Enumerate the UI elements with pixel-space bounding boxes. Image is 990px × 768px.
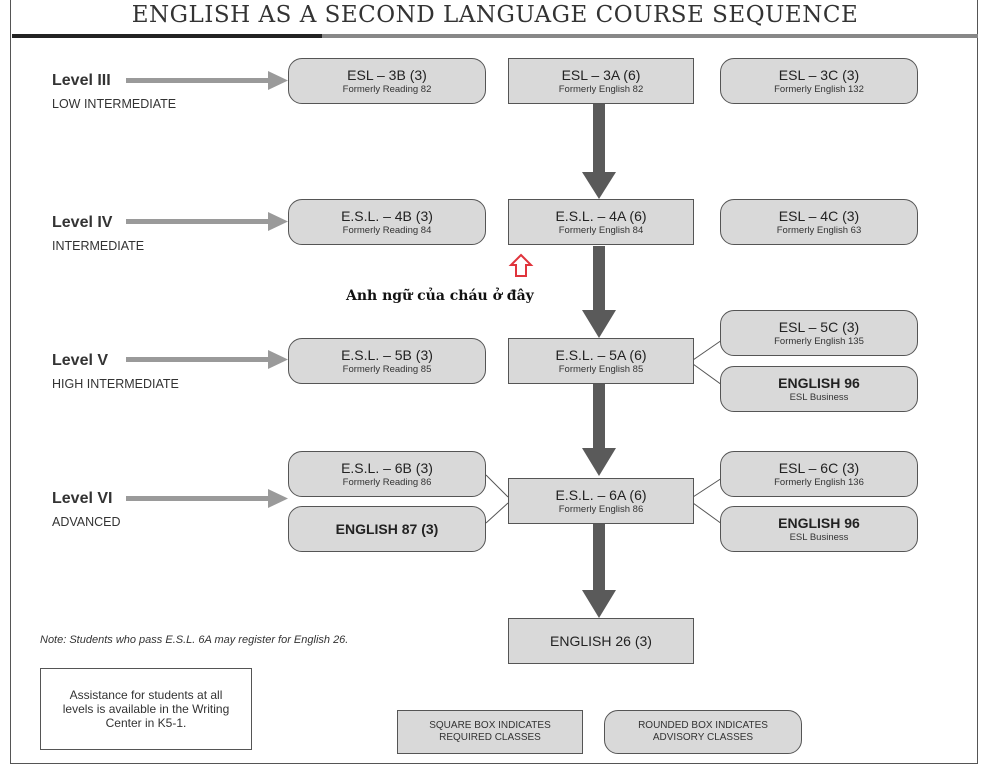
- page-title: ENGLISH AS A SECOND LANGUAGE COURSE SEQU…: [131, 2, 859, 28]
- course-subtitle: Formerly English 132: [774, 84, 864, 95]
- page-frame: [10, 0, 978, 764]
- level-description: HIGH INTERMEDIATE: [52, 377, 179, 391]
- course-title: ENGLISH 96: [778, 515, 860, 531]
- arrow-3a-4a: [593, 103, 605, 175]
- assistance-box: Assistance for students at all levels is…: [40, 668, 252, 750]
- level-4-label: Level IV INTERMEDIATE: [52, 214, 144, 253]
- course-title: E.S.L. – 6B (3): [341, 460, 433, 476]
- level-description: ADVANCED: [52, 515, 121, 529]
- course-title: ESL – 3A (6): [561, 67, 641, 83]
- course-esl-6b: E.S.L. – 6B (3) Formerly Reading 86: [288, 451, 486, 497]
- arrow-5a-6a: [593, 384, 605, 452]
- course-esl-3a: ESL – 3A (6) Formerly English 82: [508, 58, 694, 104]
- course-esl-5a: E.S.L. – 5A (6) Formerly English 85: [508, 338, 694, 384]
- course-english-26: ENGLISH 26 (3): [508, 618, 694, 664]
- branch-connectors: [485, 339, 723, 525]
- course-subtitle: ESL Business: [789, 532, 849, 543]
- course-title: ESL – 4C (3): [778, 208, 860, 224]
- handwritten-annotation: Anh ngữ của cháu ở đây: [346, 288, 534, 304]
- course-title: E.S.L. – 6A (6): [555, 487, 647, 503]
- level4-pointer-arrow: [126, 219, 272, 224]
- course-esl-3c: ESL – 3C (3) Formerly English 132: [720, 58, 918, 104]
- course-esl-6a: E.S.L. – 6A (6) Formerly English 86: [508, 478, 694, 524]
- course-title: E.S.L. – 4A (6): [555, 208, 647, 224]
- level-3-label: Level III LOW INTERMEDIATE: [52, 72, 176, 111]
- course-subtitle: Formerly Reading 86: [342, 477, 432, 488]
- level-name: Level VI: [52, 490, 113, 507]
- course-subtitle: Formerly Reading 85: [342, 364, 432, 375]
- level6-pointer-arrow: [126, 496, 272, 501]
- level-5-label: Level V HIGH INTERMEDIATE: [52, 352, 179, 391]
- course-subtitle: Formerly English 86: [558, 504, 644, 515]
- legend-square-box: SQUARE BOX INDICATES REQUIRED CLASSES: [397, 710, 583, 754]
- course-title: E.S.L. – 5A (6): [555, 347, 647, 363]
- course-esl-5b: E.S.L. – 5B (3) Formerly Reading 85: [288, 338, 486, 384]
- level-name: Level III: [52, 72, 111, 89]
- course-subtitle: ESL Business: [789, 392, 849, 403]
- course-esl-4a: E.S.L. – 4A (6) Formerly English 84: [508, 199, 694, 245]
- course-esl-6c: ESL – 6C (3) Formerly English 136: [720, 451, 918, 497]
- legend-rounded-box: ROUNDED BOX INDICATES ADVISORY CLASSES: [604, 710, 802, 754]
- course-title: ENGLISH 96: [778, 375, 860, 391]
- course-esl-4c: ESL – 4C (3) Formerly English 63: [720, 199, 918, 245]
- course-title: E.S.L. – 4B (3): [341, 208, 433, 224]
- course-subtitle: Formerly Reading 84: [342, 225, 432, 236]
- course-subtitle: Formerly English 85: [558, 364, 644, 375]
- level-name: Level IV: [52, 214, 113, 231]
- progression-arrows: [582, 103, 616, 618]
- course-subtitle: Formerly English 63: [776, 225, 862, 236]
- course-title: ESL – 3B (3): [347, 67, 427, 83]
- title-rule: [12, 34, 978, 38]
- course-esl-5c: ESL – 5C (3) Formerly English 135: [720, 310, 918, 356]
- course-english-87: ENGLISH 87 (3): [288, 506, 486, 552]
- course-title: ENGLISH 26 (3): [550, 632, 652, 649]
- course-title: ESL – 6C (3): [778, 460, 860, 476]
- course-subtitle: Formerly English 135: [774, 336, 864, 347]
- course-esl-4b: E.S.L. – 4B (3) Formerly Reading 84: [288, 199, 486, 245]
- note-text: Note: Students who pass E.S.L. 6A may re…: [40, 634, 349, 646]
- arrow-6a-26: [593, 524, 605, 594]
- annotation-arrow-icon: [508, 253, 534, 277]
- course-subtitle: Formerly English 136: [774, 477, 864, 488]
- course-subtitle: Formerly Reading 82: [342, 84, 432, 95]
- course-title: E.S.L. – 5B (3): [341, 347, 433, 363]
- course-title: ESL – 5C (3): [778, 319, 860, 335]
- course-english-96-level6: ENGLISH 96 ESL Business: [720, 506, 918, 552]
- level-description: INTERMEDIATE: [52, 239, 145, 253]
- course-title: ESL – 3C (3): [778, 67, 860, 83]
- level-description: LOW INTERMEDIATE: [52, 97, 177, 111]
- level-name: Level V: [52, 352, 109, 369]
- course-title: ENGLISH 87 (3): [335, 520, 439, 537]
- course-esl-3b: ESL – 3B (3) Formerly Reading 82: [288, 58, 486, 104]
- level5-pointer-arrow: [126, 357, 272, 362]
- course-english-96-level5: ENGLISH 96 ESL Business: [720, 366, 918, 412]
- arrow-4a-5a: [593, 246, 605, 314]
- level-6-label: Level VI ADVANCED: [52, 490, 121, 529]
- level3-pointer-arrow: [126, 78, 272, 83]
- course-subtitle: Formerly English 84: [558, 225, 644, 236]
- level-pointer-arrows: [126, 71, 288, 508]
- course-subtitle: Formerly English 82: [558, 84, 644, 95]
